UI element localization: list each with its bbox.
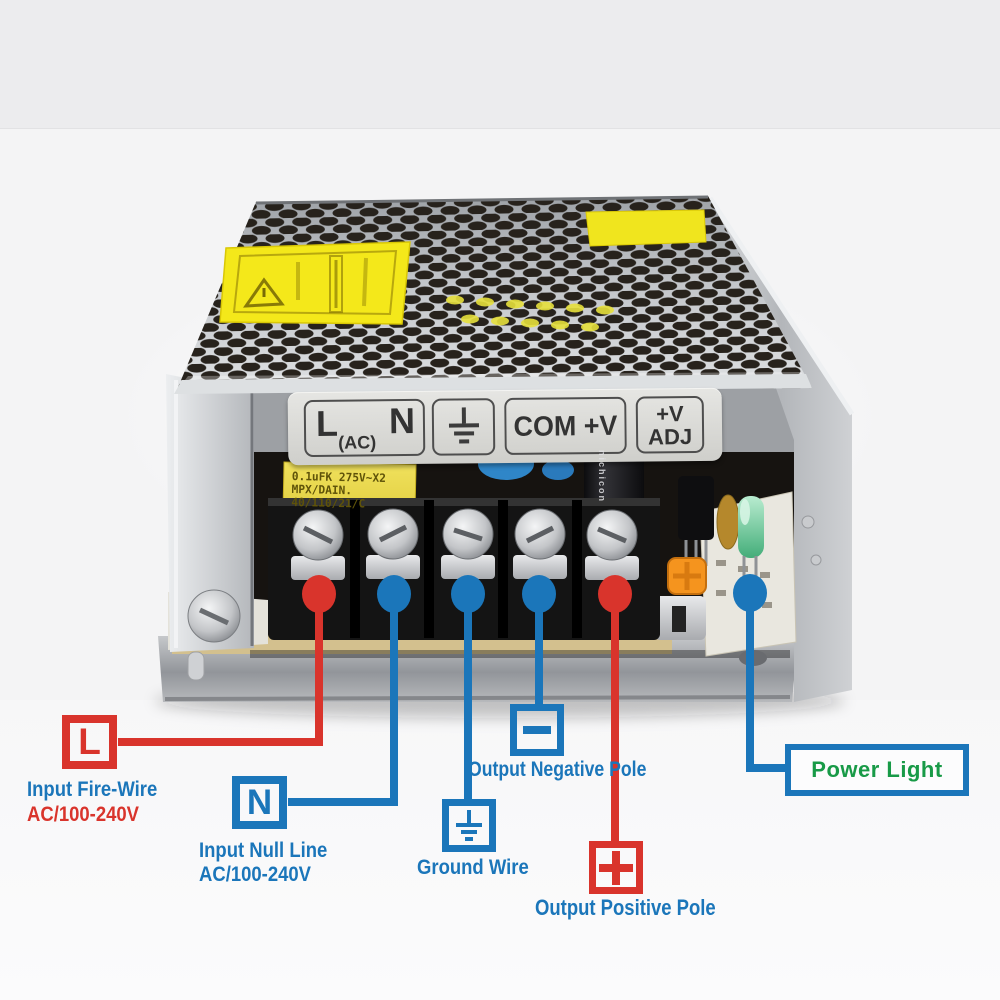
fire-wire-symbol: L: [78, 721, 101, 762]
minus-icon: [523, 726, 551, 734]
transistor: [678, 476, 714, 540]
power-light-box: Power Light: [785, 744, 969, 796]
fire-wire-subtitle: AC/100-240V: [27, 803, 139, 826]
positive-terminal-dot: [598, 575, 632, 613]
terminal-label-com-v: COM +V: [504, 396, 627, 456]
adj-line2: ADJ: [647, 423, 693, 450]
ground-wire-title: Ground Wire: [417, 856, 529, 879]
null-line-subtitle: AC/100-240V: [199, 863, 311, 886]
terminal-label-n: N: [388, 399, 416, 442]
terminal-label-ac: (AC): [338, 432, 377, 453]
warning-sticker: [219, 241, 411, 325]
terminal-marking-strip: L (AC) N COM +V +V ADJ: [287, 387, 723, 466]
ground-icon: [454, 809, 484, 842]
null-line-symbol-box: N: [232, 776, 287, 829]
output-negative-title: Output Negative Pole: [468, 758, 647, 781]
tantalum-capacitor: [716, 494, 740, 550]
earth-ground-icon: [446, 406, 480, 448]
null-line-leader-line: [288, 594, 398, 806]
terminal-label-adj: +V ADJ: [635, 395, 705, 454]
psu-unit: [158, 195, 855, 702]
screw-com: [513, 508, 567, 579]
fire-wire-leader-line: [118, 594, 323, 746]
fire-wire-terminal-dot: [302, 575, 336, 613]
standoff-peg: [187, 651, 205, 681]
null-line-title: Input Null Line: [199, 839, 328, 862]
background-wall: [0, 0, 1000, 129]
terminal-label-l: L: [315, 402, 339, 444]
null-line-symbol: N: [246, 782, 273, 822]
capacitor-print-line3: 40/110/21/C: [291, 494, 366, 511]
plus-icon: [599, 850, 633, 885]
negative-terminal-dot: [522, 575, 556, 613]
capacitor-print: 0.1uFK 275V~X2 MPX/DAIN. 40/110/21/C: [291, 469, 412, 512]
leader-lines: [118, 593, 790, 846]
terminal-dots: [302, 574, 767, 613]
power-light-leader-line: [746, 593, 790, 772]
fire-wire-title: Input Fire-Wire: [27, 778, 158, 801]
perforated-top-lid: [176, 195, 812, 392]
terminal-screws: [291, 508, 639, 580]
small-sticker: [585, 209, 707, 247]
ground-symbol-box: [442, 799, 496, 852]
power-led-dot: [733, 574, 767, 612]
power-light-label: Power Light: [811, 757, 943, 782]
null-line-terminal-dot: [377, 575, 411, 613]
positive-symbol-box: [589, 841, 643, 894]
left-bracket: [166, 374, 254, 652]
negative-symbol-box: [510, 704, 564, 756]
ground-terminal-dot: [451, 575, 485, 613]
electrolytic-brand-print: nichicon: [597, 450, 607, 504]
screw-plus-v: [585, 509, 639, 580]
yellow-through-holes: [446, 295, 614, 332]
terminal-label-earth: [431, 398, 496, 456]
adj-line1: +V: [655, 400, 684, 426]
output-positive-title: Output Positive Pole: [535, 895, 716, 920]
screw-n: [366, 508, 420, 579]
screw-ground: [441, 508, 495, 579]
terminal-label-l-n: L (AC) N: [303, 398, 426, 458]
screw-l: [291, 509, 345, 580]
fire-wire-symbol-box: L: [62, 715, 117, 769]
